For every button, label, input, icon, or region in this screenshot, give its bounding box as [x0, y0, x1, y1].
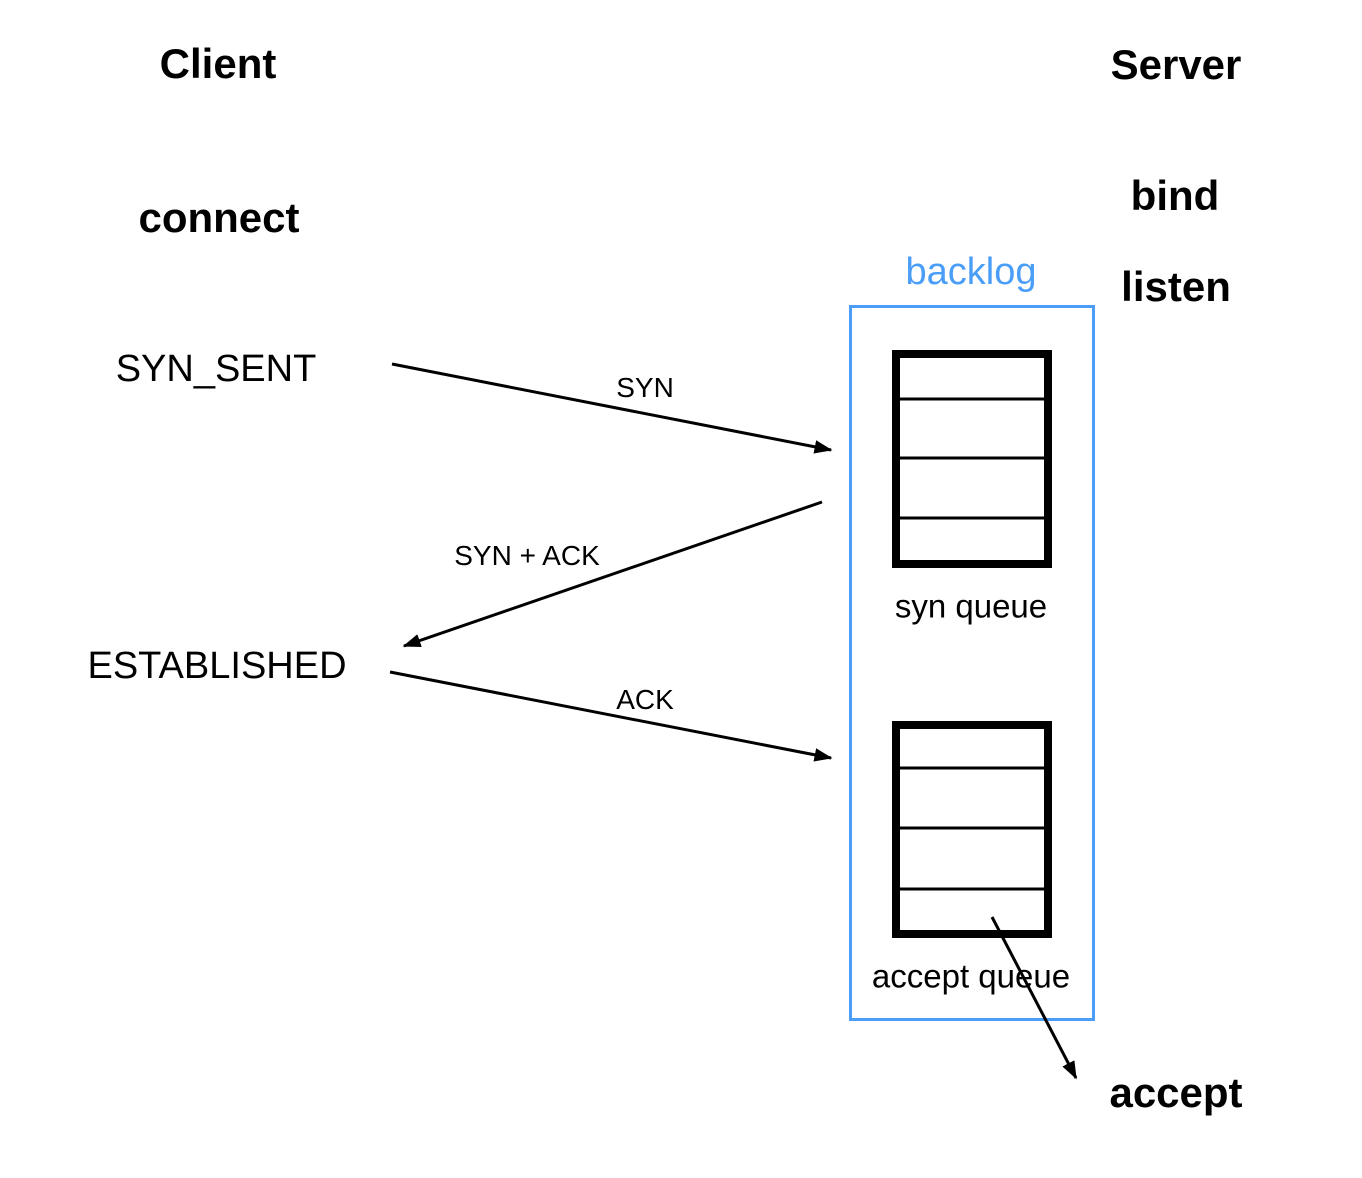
client-title: Client	[159, 40, 277, 87]
accept-label: accept	[1109, 1069, 1243, 1116]
backlog-label: backlog	[905, 251, 1037, 293]
listen-label: listen	[1121, 263, 1231, 310]
ack-arrow	[389, 670, 833, 762]
server-title: Server	[1110, 41, 1242, 88]
accept-queue-box	[892, 721, 1052, 938]
ack-message-label: ACK	[616, 684, 674, 715]
bind-label: bind	[1130, 172, 1220, 219]
backlog-container-box	[849, 305, 1095, 1021]
syn-queue-label: syn queue	[894, 587, 1048, 625]
syn-ack-message-label: SYN + ACK	[454, 540, 600, 571]
syn-queue-box	[892, 350, 1052, 568]
syn-arrow	[391, 362, 833, 454]
syn-ack-arrow	[402, 500, 823, 648]
syn-message-label: SYN	[616, 372, 674, 403]
syn-sent-state: SYN_SENT	[115, 348, 317, 390]
accept-queue-label: accept queue	[871, 957, 1071, 995]
established-state: ESTABLISHED	[87, 645, 347, 687]
accept-arrow	[990, 916, 1078, 1080]
connect-label: connect	[138, 194, 300, 241]
